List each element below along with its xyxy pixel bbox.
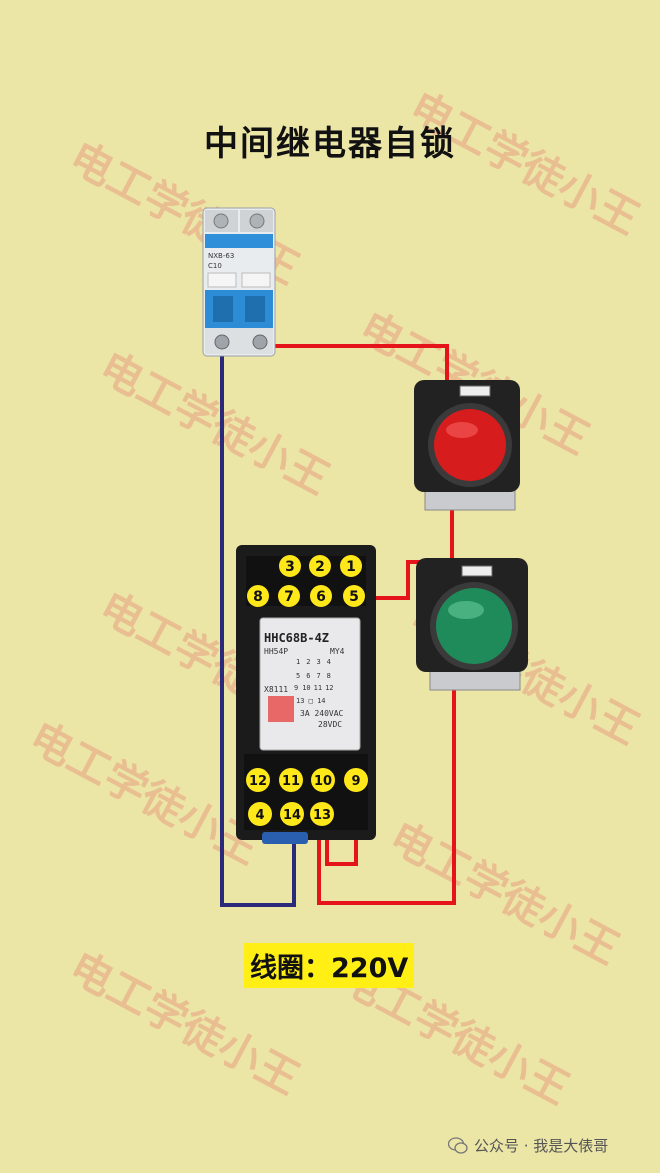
relay-sub-right: MY4	[330, 647, 345, 656]
relay-model: HHC68B-4Z	[264, 631, 329, 645]
breaker-rating: C10	[208, 262, 222, 270]
breaker-terminal-right	[252, 334, 268, 350]
relay-sub-left: HH54P	[264, 647, 288, 656]
wire-red-start-to-13	[317, 690, 456, 905]
relay-rating2: 28VDC	[318, 720, 342, 729]
terminal-13: 13	[313, 808, 331, 823]
relay-coil-pins: 13 □ 14	[296, 697, 326, 705]
terminal-11: 11	[282, 774, 300, 789]
stop-button	[414, 380, 520, 511]
footer: 公众号 · 我是大俵哥	[448, 1135, 608, 1156]
terminal-8: 8	[253, 589, 263, 605]
terminal-5: 5	[349, 589, 359, 605]
breaker-terminal-left	[214, 334, 230, 350]
page-title: 中间继电器自锁	[204, 124, 456, 164]
terminal-10: 10	[314, 774, 332, 789]
terminal-labels: 3 2 1 8 7 6 5 12 11 10 9 4 14 13	[246, 555, 368, 826]
terminal-4: 4	[255, 808, 264, 823]
relay-code: X8111	[264, 685, 288, 694]
wechat-icon	[448, 1136, 468, 1154]
terminal-6: 6	[316, 589, 326, 605]
coil-voltage-label: 线圈：220V	[244, 943, 415, 988]
terminal-9: 9	[351, 774, 360, 789]
circuit-breaker: NXB-63 C10	[202, 207, 276, 357]
wire-blue-neutral	[220, 342, 296, 907]
wire-red-line	[262, 344, 449, 388]
terminal-7: 7	[284, 589, 294, 605]
terminal-3: 3	[285, 559, 295, 575]
relay-rating1: 3A 240VAC	[300, 709, 344, 718]
start-button	[416, 558, 528, 691]
breaker-model: NXB-63	[208, 252, 234, 260]
footer-text: 公众号 · 我是大俵哥	[474, 1137, 609, 1155]
terminal-2: 2	[315, 559, 325, 575]
terminal-12: 12	[249, 774, 267, 789]
terminal-14: 14	[283, 808, 301, 823]
terminal-1: 1	[346, 559, 356, 575]
